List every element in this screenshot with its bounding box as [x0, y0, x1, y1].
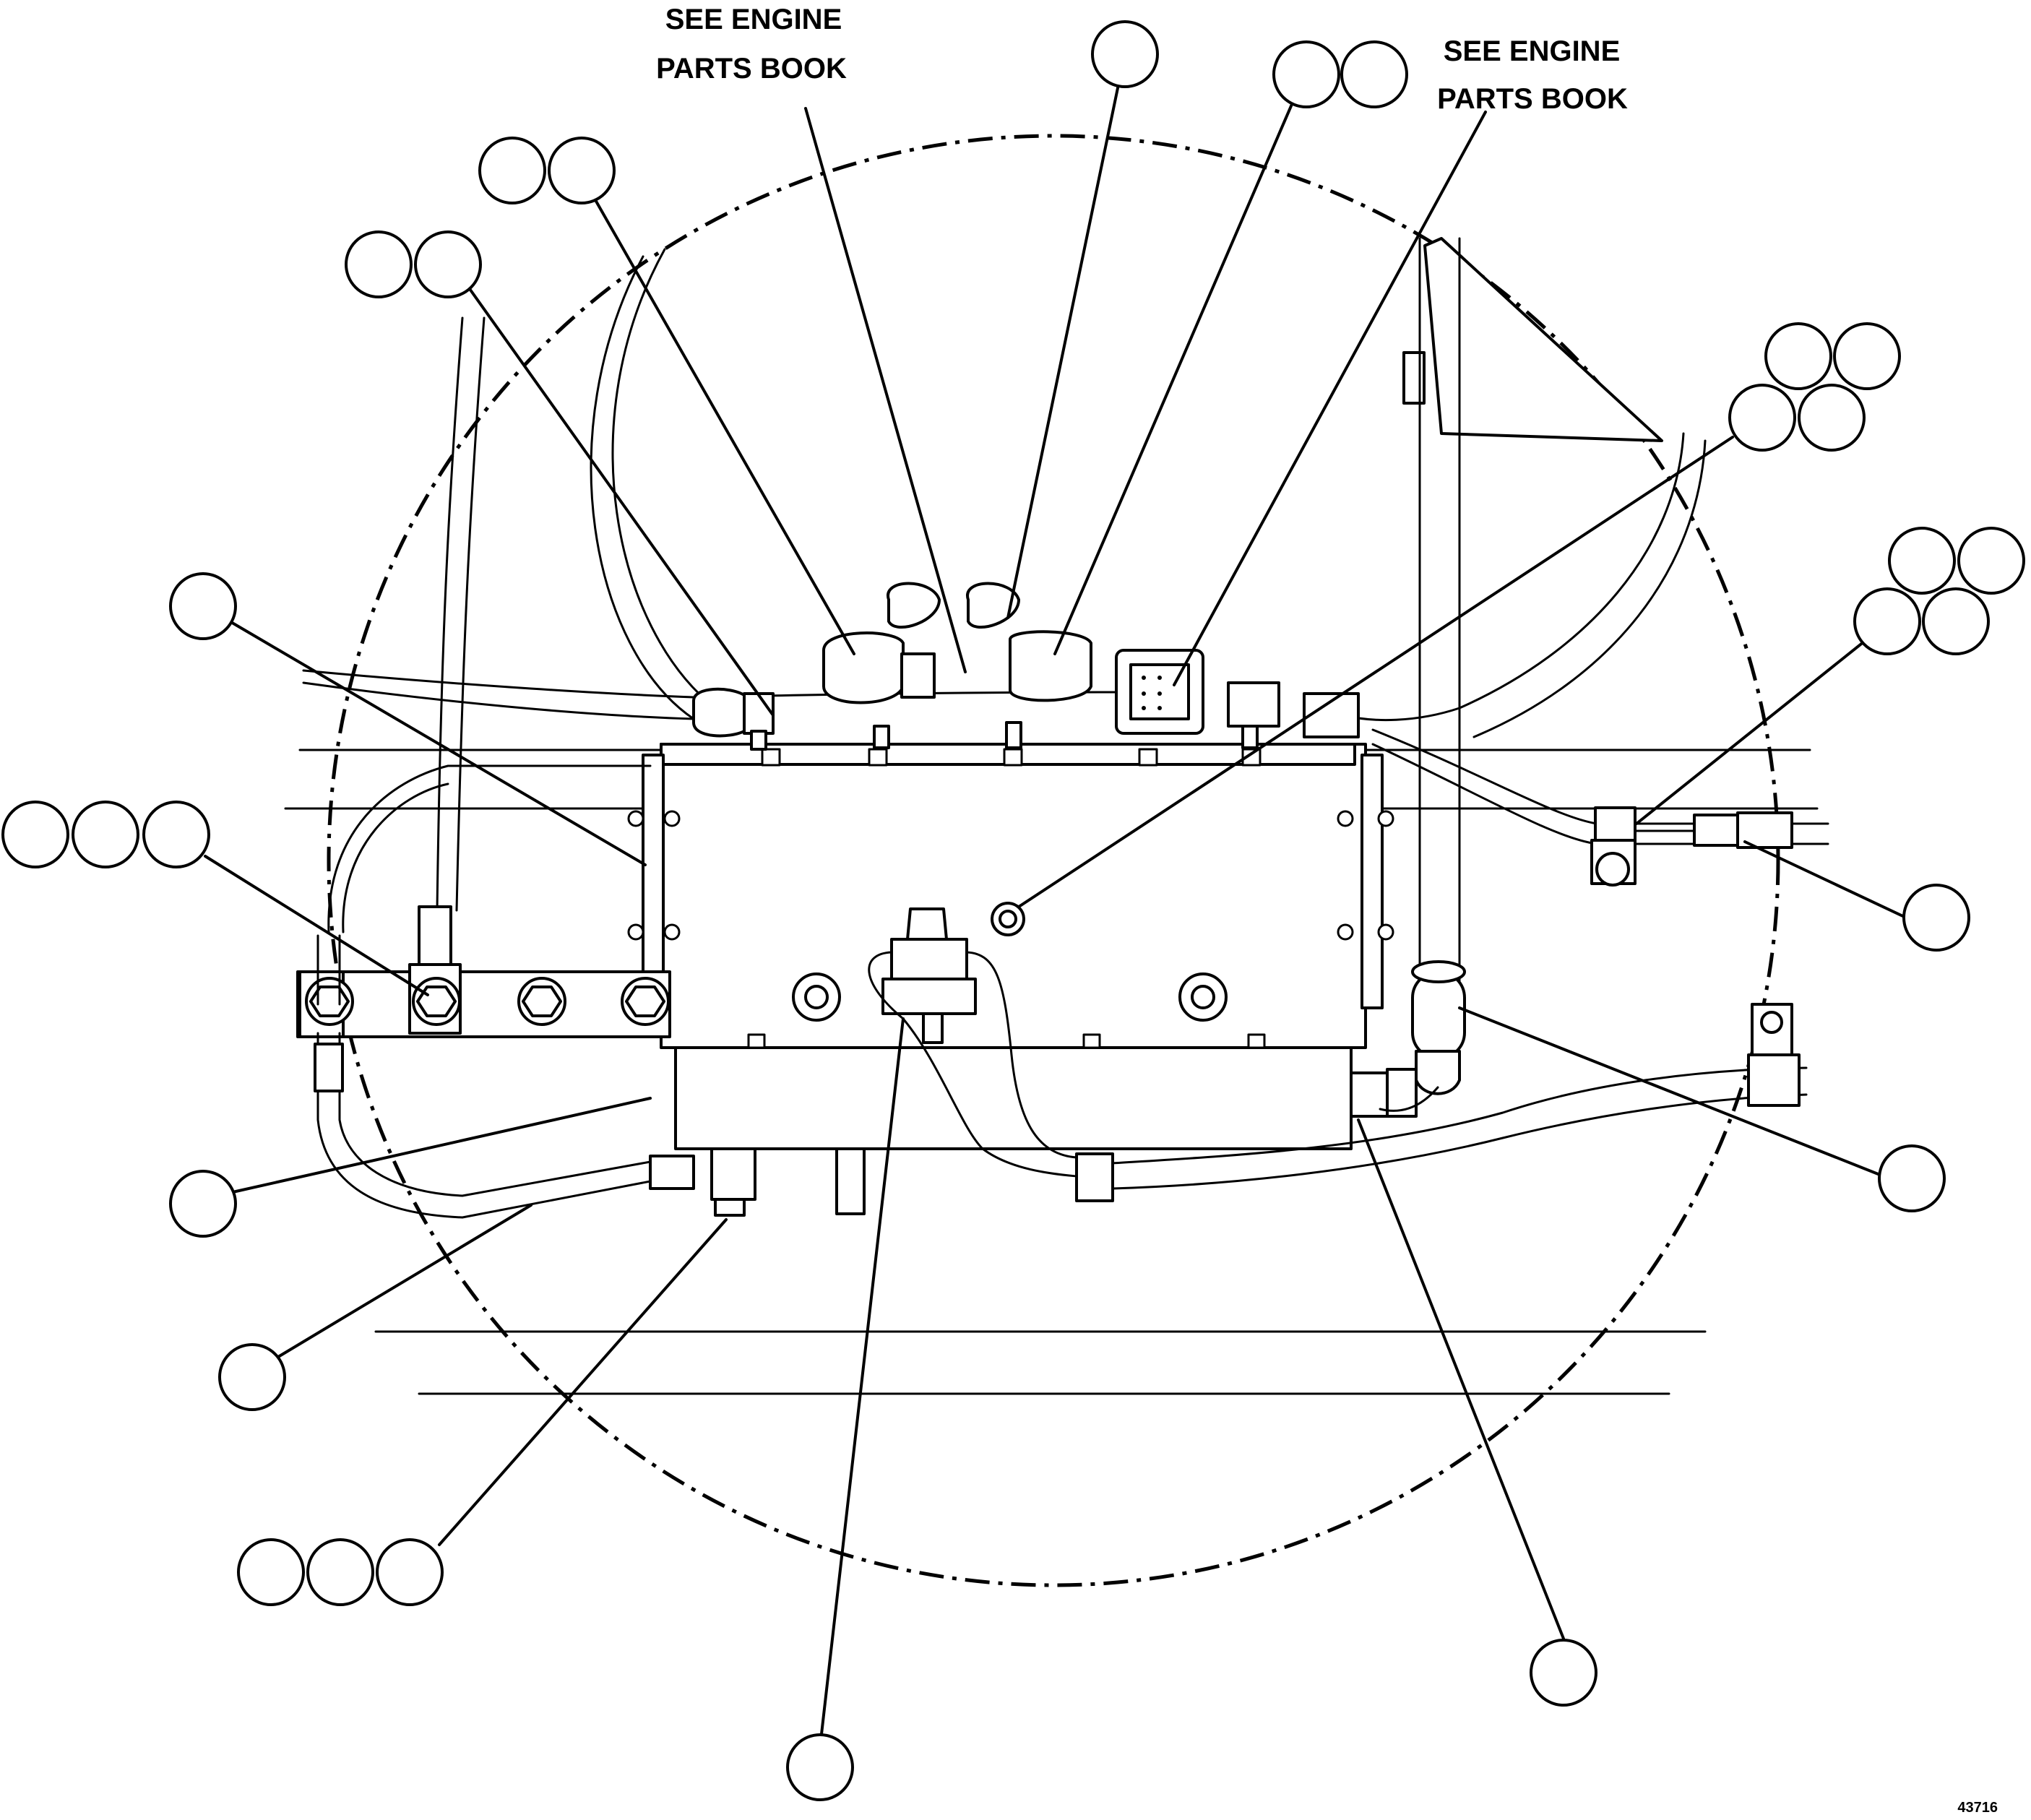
callout-bubble: [786, 1733, 854, 1801]
callout-bubble: [1340, 40, 1408, 108]
callout-bubble: [478, 137, 546, 204]
callout-bubble: [1764, 322, 1832, 390]
callout-bubble: [1853, 587, 1921, 655]
air-lines-left: [314, 764, 695, 1219]
callout-bubble: [306, 1538, 374, 1606]
callout-bubble: [1272, 40, 1340, 108]
air-dryer-canister: [1379, 960, 1466, 1112]
callout-bubble: [1530, 1639, 1597, 1707]
manifold-block: [627, 743, 1418, 1217]
right-sensor-connector: [1590, 806, 1793, 887]
leader-lines: [204, 83, 1907, 1735]
callout-bubble: [1798, 384, 1866, 452]
engine-ref-note-right-line1: SEE ENGINE: [1444, 35, 1621, 67]
callout-bubble: [1888, 527, 1956, 595]
callout-bubble: [1922, 587, 1990, 655]
harness-lower: [1111, 1003, 1808, 1190]
pressure-switch: [868, 907, 1114, 1202]
callout-bubble: [414, 230, 482, 298]
callout-bubble: [169, 1170, 237, 1238]
engine-ref-note-left-line1: SEE ENGINE: [665, 4, 842, 35]
callout-bubble: [142, 801, 210, 868]
fitting-3: [517, 977, 566, 1026]
callout-bubble: [1833, 322, 1901, 390]
fitting-4: [621, 977, 670, 1026]
callout-bubble: [169, 572, 237, 640]
top-connectors: [692, 582, 1360, 751]
air-tube-vertical: [1418, 237, 1461, 984]
callout-bubble: [218, 1343, 286, 1411]
callout-bubbles: [1, 20, 2025, 1801]
distribution-manifold-bar: [296, 905, 671, 1038]
callout-bubble: [1, 801, 69, 868]
callout-bubble: [1957, 527, 2025, 595]
engine-ref-note-right-line2: PARTS BOOK: [1437, 83, 1628, 115]
detail-boundary-circle: [327, 134, 1780, 1587]
fitting-1: [305, 977, 354, 1026]
callout-bubble: [237, 1538, 305, 1606]
callout-bubble: [376, 1538, 444, 1606]
callout-bubble: [1878, 1144, 1946, 1212]
callout-bubble: [72, 801, 139, 868]
callout-bubble: [1728, 384, 1796, 452]
callout-bubble: [345, 230, 413, 298]
engine-ref-note-left-line2: PARTS BOOK: [656, 53, 847, 85]
callout-bubble: [548, 137, 616, 204]
mount-bracket-plate: [1402, 237, 1663, 442]
callout-bubble: [1902, 884, 1970, 952]
callout-bubble: [1091, 20, 1159, 88]
figure-number: 43716: [1957, 1800, 1998, 1816]
fitting-2: [408, 963, 462, 1035]
